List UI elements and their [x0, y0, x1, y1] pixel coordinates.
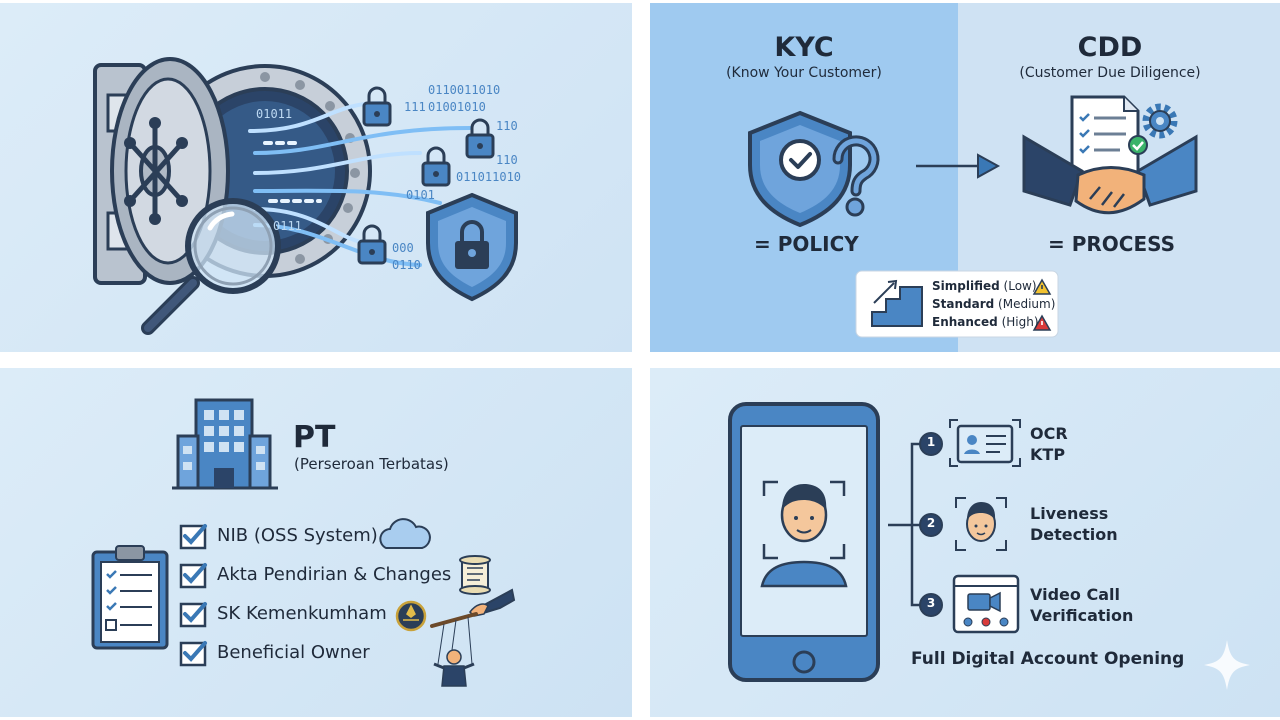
- arrow-right-icon: [916, 153, 1001, 179]
- scroll-icon: [459, 555, 491, 595]
- binary-code-text: 01001010: [428, 100, 486, 114]
- risk-level-enhanced: Enhanced (High): [932, 315, 1039, 329]
- kyc-equals-policy: = POLICY: [754, 232, 859, 256]
- shield-check-icon: [748, 110, 852, 228]
- gear-icon: [1142, 103, 1178, 139]
- padlock-icon: [421, 146, 451, 187]
- panel-pt-documents: PT (Perseroan Terbatas) NIB (OSS System)…: [0, 368, 632, 717]
- smartphone-icon: [728, 402, 880, 682]
- risk-level-standard: Standard (Medium): [932, 297, 1056, 311]
- id-card-icon: [949, 419, 1021, 467]
- padlock-icon: [465, 118, 495, 159]
- risk-level-simplified: Simplified (Low): [932, 279, 1037, 293]
- checkbox-icon: [179, 641, 207, 667]
- checkbox-icon: [179, 602, 207, 628]
- cloud-icon: [379, 518, 431, 549]
- binary-code-text: 0111: [273, 219, 302, 233]
- clipboard-icon: [91, 545, 169, 650]
- sparkle-icon: [1204, 640, 1250, 690]
- liveness-face-icon: [955, 497, 1007, 551]
- digital-footer-caption: Full Digital Account Opening: [911, 649, 1185, 669]
- binary-code-text: 0110: [392, 258, 421, 272]
- step-badge-3: [919, 593, 943, 617]
- shield-lock-icon: [426, 192, 518, 302]
- building-icon: [172, 398, 278, 490]
- binary-code-text: 01011: [256, 107, 293, 121]
- pt-title: PT: [293, 420, 336, 455]
- cdd-title: CDD: [1077, 32, 1143, 63]
- pt-subtitle: (Perseroan Terbatas): [294, 455, 449, 473]
- binary-code-text: 0110011010: [428, 83, 501, 97]
- risk-level-card: [855, 270, 1059, 338]
- warning-icon: [1032, 278, 1052, 295]
- step-badge-1: [919, 432, 943, 456]
- panel-kyc-cdd: KYC (Know Your Customer) CDD (Customer D…: [650, 3, 1280, 352]
- checklist-item-nib: NIB (OSS System): [217, 525, 378, 546]
- checklist-item-sk: SK Kemenkumham: [217, 603, 387, 624]
- kyc-title: KYC: [774, 32, 834, 63]
- step-number: 1: [926, 435, 936, 449]
- danger-icon: [1032, 314, 1052, 331]
- cdd-subtitle: (Customer Due Diligence): [1019, 65, 1201, 81]
- checklist-item-beneficial-owner: Beneficial Owner: [217, 642, 370, 663]
- binary-code-text: 111: [404, 100, 426, 114]
- binary-code-text: 0101: [406, 188, 435, 202]
- cdd-equals-process: = PROCESS: [1048, 232, 1176, 256]
- question-mark-icon: [832, 135, 880, 217]
- emblem-icon: [395, 600, 427, 632]
- binary-code-text: 000: [392, 241, 414, 255]
- step-number: 3: [926, 596, 936, 610]
- checklist-item-akta: Akta Pendirian & Changes: [217, 564, 452, 585]
- binary-code-text: 110: [496, 119, 518, 133]
- binary-code-text: 011011010: [456, 170, 522, 184]
- puppet-master-icon: [430, 588, 516, 687]
- kyc-subtitle: (Know Your Customer): [726, 65, 882, 81]
- magnifying-glass-icon: [141, 198, 281, 335]
- step-number: 2: [926, 516, 936, 530]
- padlock-icon: [362, 86, 392, 127]
- handshake-icon: [1022, 134, 1198, 215]
- step-badge-2: [919, 513, 943, 537]
- checkbox-icon: [179, 563, 207, 589]
- padlock-icon: [357, 224, 387, 265]
- video-call-icon: [952, 574, 1020, 634]
- checkbox-icon: [179, 524, 207, 550]
- binary-code-text: 110: [496, 153, 518, 167]
